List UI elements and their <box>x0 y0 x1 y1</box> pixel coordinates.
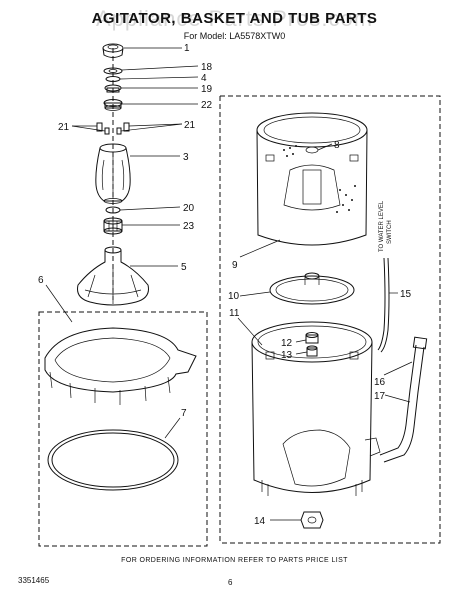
part-tub-bearing <box>305 332 319 357</box>
part-pressure-hose <box>377 257 390 353</box>
tub-ring-group-box <box>38 311 208 547</box>
callout-23: 23 <box>183 221 195 232</box>
document-number: 3351465 <box>18 576 50 585</box>
ordering-note: FOR ORDERING INFORMATION REFER TO PARTS … <box>121 557 348 564</box>
part-dog <box>103 99 123 111</box>
part-outer-tub <box>251 321 381 496</box>
part-seal <box>103 67 123 75</box>
callout-12: 12 <box>281 338 293 349</box>
part-agitator-base <box>77 246 149 306</box>
hose-label-line1: TO WATER LEVEL <box>379 200 385 252</box>
part-cam <box>104 84 122 93</box>
hose-label: TO WATER LEVEL SWITCH <box>379 200 393 252</box>
callout-11: 11 <box>229 308 240 319</box>
callout-10: 10 <box>228 291 240 302</box>
callout-9: 9 <box>232 260 238 271</box>
callout-4: 4 <box>201 73 207 84</box>
callout-18: 18 <box>201 62 213 73</box>
callout-1: 1 <box>184 43 190 54</box>
callout-21-left: 21 <box>58 122 70 133</box>
callout-22: 22 <box>201 100 213 111</box>
hose-label-line2: SWITCH <box>387 220 393 244</box>
part-wash-basket <box>256 112 368 246</box>
part-tub-seal <box>47 429 179 491</box>
callout-17: 17 <box>374 391 386 402</box>
part-tub-nut <box>300 511 324 529</box>
basket-tub-group-box <box>220 95 441 544</box>
part-clips <box>96 122 130 135</box>
callout-16: 16 <box>374 377 386 388</box>
part-drive-block <box>103 217 123 235</box>
callout-8: 8 <box>334 140 340 151</box>
part-agitator-barrel <box>95 143 131 204</box>
callout-14: 14 <box>254 516 266 527</box>
callout-15: 15 <box>400 289 412 300</box>
callout-7: 7 <box>181 408 187 419</box>
callout-5: 5 <box>181 262 187 273</box>
model-line: For Model: LA5578XTW0 <box>183 31 286 41</box>
callout-13: 13 <box>281 350 293 361</box>
part-agitator-cap <box>102 43 124 58</box>
part-basket-hub <box>269 272 355 305</box>
part-tub-ring <box>44 327 197 405</box>
callout-20: 20 <box>183 203 195 214</box>
part-drain-hose <box>379 336 428 463</box>
page-title: AGITATOR, BASKET AND TUB PARTS <box>91 10 378 27</box>
callout-19: 19 <box>201 84 213 95</box>
callout-21-right: 21 <box>184 120 196 131</box>
callout-3: 3 <box>183 152 189 163</box>
page-number: 6 <box>228 578 233 587</box>
callout-6: 6 <box>38 275 44 286</box>
